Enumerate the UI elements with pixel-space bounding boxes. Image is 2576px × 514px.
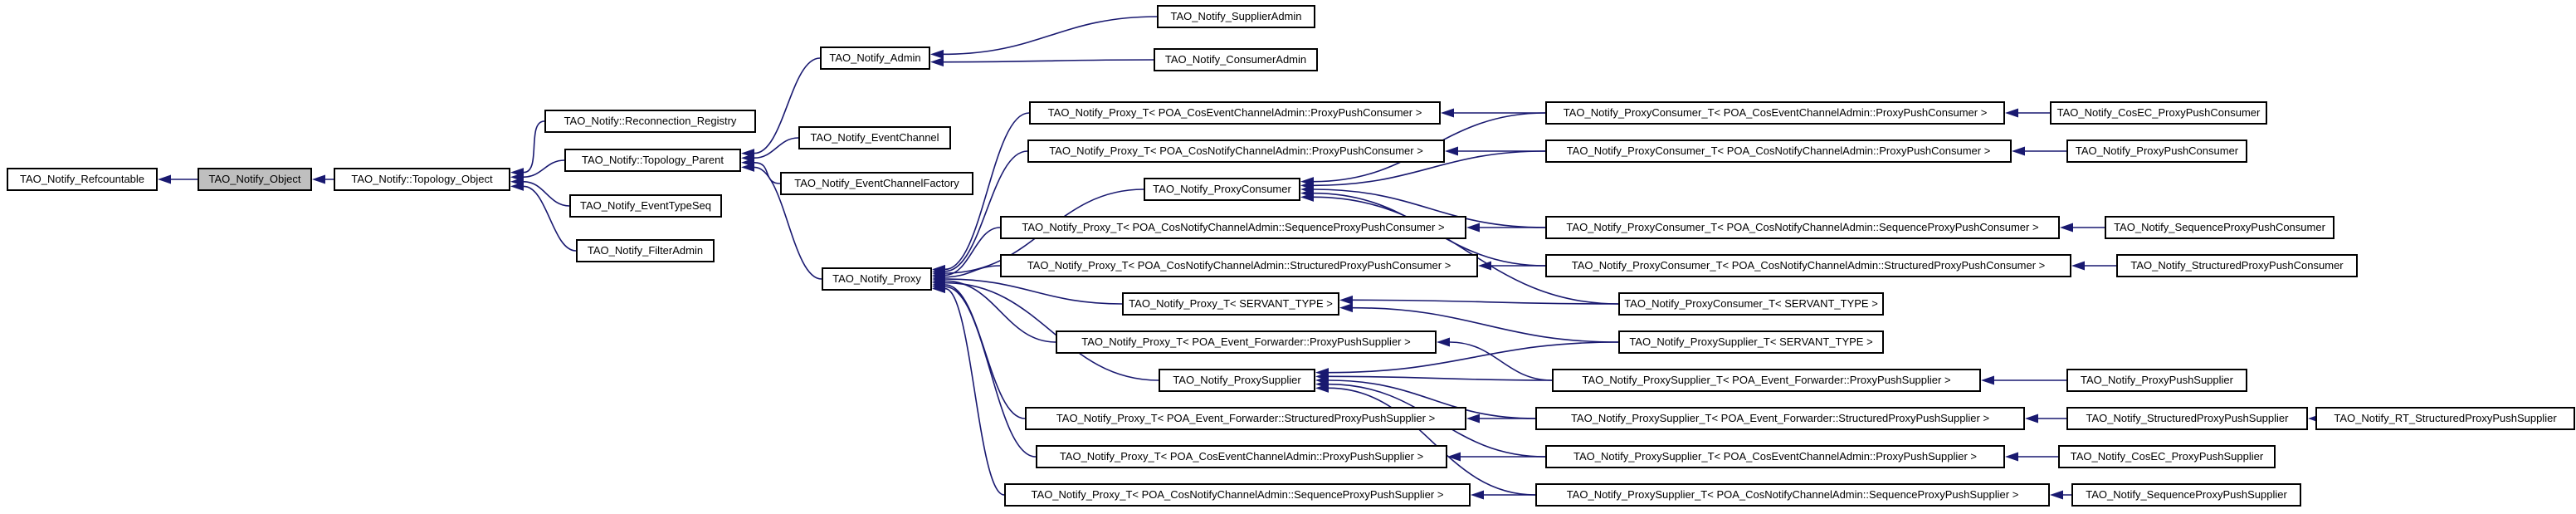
class-node-seq-pps[interactable]: TAO_Notify_SequenceProxyPushSupplier: [2071, 483, 2301, 507]
class-node-event-channel-factory[interactable]: TAO_Notify_EventChannelFactory: [780, 172, 973, 195]
class-node-refcountable[interactable]: TAO_Notify_Refcountable: [7, 168, 158, 191]
class-node-proxy-t-cosec-ppc[interactable]: TAO_Notify_Proxy_T< POA_CosEventChannelA…: [1029, 101, 1441, 125]
class-node-proxy-t-seq-ppc[interactable]: TAO_Notify_Proxy_T< POA_CosNotifyChannel…: [1000, 216, 1466, 239]
class-node-ps-t-seq-pps[interactable]: TAO_Notify_ProxySupplier_T< POA_CosNotif…: [1535, 483, 2050, 507]
class-node-event-type-seq[interactable]: TAO_Notify_EventTypeSeq: [569, 194, 722, 218]
class-node-proxy-t-ef-pps[interactable]: TAO_Notify_Proxy_T< POA_Event_Forwarder:…: [1056, 330, 1437, 354]
class-node-seq-ppc[interactable]: TAO_Notify_SequenceProxyPushConsumer: [2105, 216, 2334, 239]
class-node-cosec-pps[interactable]: TAO_Notify_CosEC_ProxyPushSupplier: [2058, 445, 2276, 468]
class-node-proxy-t-cosec-pps[interactable]: TAO_Notify_Proxy_T< POA_CosEventChannelA…: [1036, 445, 1447, 468]
class-node-consumer-admin[interactable]: TAO_Notify_ConsumerAdmin: [1154, 48, 1318, 71]
class-node-ps-t-ef-struct-pps[interactable]: TAO_Notify_ProxySupplier_T< POA_Event_Fo…: [1535, 407, 2025, 430]
class-node-ps-t-cosec-pps[interactable]: TAO_Notify_ProxySupplier_T< POA_CosEvent…: [1545, 445, 2005, 468]
class-node-event-channel[interactable]: TAO_Notify_EventChannel: [798, 126, 951, 149]
class-node-filter-admin[interactable]: TAO_Notify_FilterAdmin: [576, 239, 715, 262]
class-node-pps[interactable]: TAO_Notify_ProxyPushSupplier: [2066, 369, 2247, 392]
class-node-proxy-t-ef-struct-pps[interactable]: TAO_Notify_Proxy_T< POA_Event_Forwarder:…: [1025, 407, 1466, 430]
class-node-struct-ppc[interactable]: TAO_Notify_StructuredProxyPushConsumer: [2116, 254, 2358, 277]
class-node-cosec-ppc[interactable]: TAO_Notify_CosEC_ProxyPushConsumer: [2050, 101, 2267, 125]
class-node-proxy-consumer[interactable]: TAO_Notify_ProxyConsumer: [1144, 178, 1300, 201]
class-node-ps-t-ef-pps[interactable]: TAO_Notify_ProxySupplier_T< POA_Event_Fo…: [1552, 369, 1981, 392]
class-node-pc-t-cosec-ppc[interactable]: TAO_Notify_ProxyConsumer_T< POA_CosEvent…: [1545, 101, 2005, 125]
class-node-pc-t-seq-ppc[interactable]: TAO_Notify_ProxyConsumer_T< POA_CosNotif…: [1545, 216, 2060, 239]
class-node-rt-struct-pps[interactable]: TAO_Notify_RT_StructuredProxyPushSupplie…: [2315, 407, 2575, 430]
class-node-ps-t-servant[interactable]: TAO_Notify_ProxySupplier_T< SERVANT_TYPE…: [1618, 330, 1884, 354]
class-node-proxy[interactable]: TAO_Notify_Proxy: [822, 267, 932, 291]
class-node-pc-t-struct-ppc[interactable]: TAO_Notify_ProxyConsumer_T< POA_CosNotif…: [1545, 254, 2071, 277]
class-node-object: TAO_Notify_Object: [198, 168, 312, 191]
class-node-proxy-t-cosnotify-ppc[interactable]: TAO_Notify_Proxy_T< POA_CosNotifyChannel…: [1027, 140, 1445, 163]
class-node-topology-parent[interactable]: TAO_Notify::Topology_Parent: [564, 149, 741, 172]
class-node-supplier-admin[interactable]: TAO_Notify_SupplierAdmin: [1157, 5, 1315, 28]
class-node-ppc[interactable]: TAO_Notify_ProxyPushConsumer: [2066, 140, 2247, 163]
class-node-admin[interactable]: TAO_Notify_Admin: [820, 47, 930, 70]
class-node-reconnection-registry[interactable]: TAO_Notify::Reconnection_Registry: [544, 110, 756, 133]
class-node-proxy-supplier[interactable]: TAO_Notify_ProxySupplier: [1159, 369, 1315, 392]
class-node-struct-pps[interactable]: TAO_Notify_StructuredProxyPushSupplier: [2066, 407, 2308, 430]
class-node-topology-object[interactable]: TAO_Notify::Topology_Object: [334, 168, 510, 191]
class-node-proxy-t-seq-pps[interactable]: TAO_Notify_Proxy_T< POA_CosNotifyChannel…: [1004, 483, 1471, 507]
class-node-proxy-t-servant[interactable]: TAO_Notify_Proxy_T< SERVANT_TYPE >: [1122, 292, 1339, 316]
class-node-proxy-t-struct-ppc[interactable]: TAO_Notify_Proxy_T< POA_CosNotifyChannel…: [1000, 254, 1478, 277]
class-node-pc-t-servant[interactable]: TAO_Notify_ProxyConsumer_T< SERVANT_TYPE…: [1618, 292, 1884, 316]
class-node-pc-t-cosnotify-ppc[interactable]: TAO_Notify_ProxyConsumer_T< POA_CosNotif…: [1545, 140, 2012, 163]
